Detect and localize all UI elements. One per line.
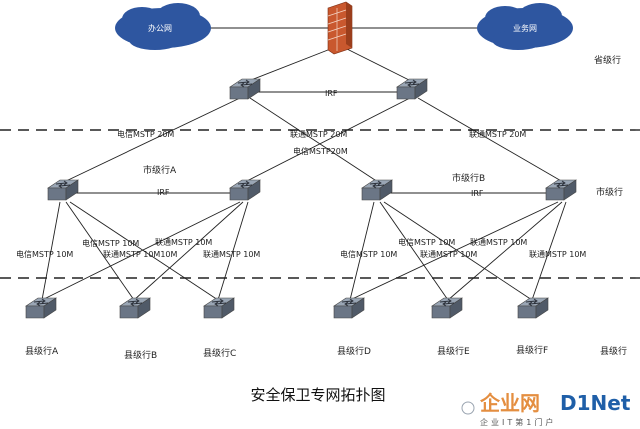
city-switch-b2 [545, 179, 577, 201]
county-switch-e [431, 297, 463, 319]
link-label-telecom-10m-b1: 电信MSTP 10M [340, 249, 397, 259]
county-switch-c [203, 297, 235, 319]
county-label-e: 县级行E [437, 345, 470, 357]
link-label-unicom-10m-b1: 联通MSTP 10M [470, 237, 527, 247]
county-label-d: 县级行D [337, 345, 371, 357]
link-label-unicom-10m-a3: 联通MSTP 10M [203, 249, 260, 259]
business-network-cloud: 业务网 [477, 3, 573, 50]
link-label-telecom-20m: 电信MSTP 20M [117, 129, 174, 139]
county-label-f: 县级行F [516, 344, 548, 356]
office-network-cloud: 办公网 [115, 3, 211, 50]
province-switch-right [396, 78, 428, 100]
diagram-title: 安全保卫专网拓扑图 [250, 386, 385, 404]
city-switch-a2 [229, 179, 261, 201]
province-switch-left [229, 78, 261, 100]
irf-label-city-b: IRF [471, 189, 484, 198]
link-label-unicom-10m-b3: 联通MSTP 10M [529, 249, 586, 259]
watermark-brand-right: D1Net [560, 391, 631, 415]
business-network-label: 业务网 [513, 23, 537, 33]
connection-lines [41, 27, 567, 301]
county-switch-b [119, 297, 151, 319]
link-label-unicom-10m-a2: 联通MSTP 10M10M [103, 249, 177, 259]
link-label-unicom-10m-a1: 联通MSTP 10M [155, 237, 212, 247]
watermark-tagline: 企业IT第1门户 [480, 417, 556, 427]
office-network-label: 办公网 [148, 23, 172, 33]
link-label-unicom-20m-mid: 联通MSTP 20M [290, 129, 347, 139]
link-label-telecom-10m-a2: 电信MSTP 10M [82, 238, 139, 248]
county-label-c: 县级行C [203, 347, 236, 359]
county-switch-f [517, 297, 549, 319]
irf-label-province: IRF [325, 89, 338, 98]
irf-label-city-a: IRF [157, 188, 170, 197]
county-switch-d [333, 297, 365, 319]
tier-label-province: 省级行 [594, 54, 621, 66]
county-label-a: 县级行A [25, 345, 59, 357]
link-label-unicom-10m-b2: 联通MSTP 10M [420, 249, 477, 259]
county-label-b: 县级行B [124, 349, 157, 361]
link-label-telecom-10m-b2: 电信MSTP 10M [398, 237, 455, 247]
link-label-telecom-20m-mid: 电信MSTP20M [293, 146, 348, 156]
firewall-icon [327, 1, 353, 55]
watermark-logo: 企业网 D1Net 企业IT第1门户 [461, 391, 631, 427]
city-switch-a1 [47, 179, 79, 201]
link-label-telecom-10m-a1: 电信MSTP 10M [16, 249, 73, 259]
tier-label-county: 县级行 [600, 345, 627, 357]
watermark-brand-left: 企业网 [479, 391, 540, 415]
city-group-b-label: 市级行B [452, 172, 485, 184]
link-label-unicom-20m-right: 联通MSTP 20M [469, 129, 526, 139]
tier-label-city: 市级行 [596, 186, 623, 198]
county-switch-a [25, 297, 57, 319]
city-group-a-label: 市级行A [143, 164, 177, 176]
city-switch-b1 [361, 179, 393, 201]
